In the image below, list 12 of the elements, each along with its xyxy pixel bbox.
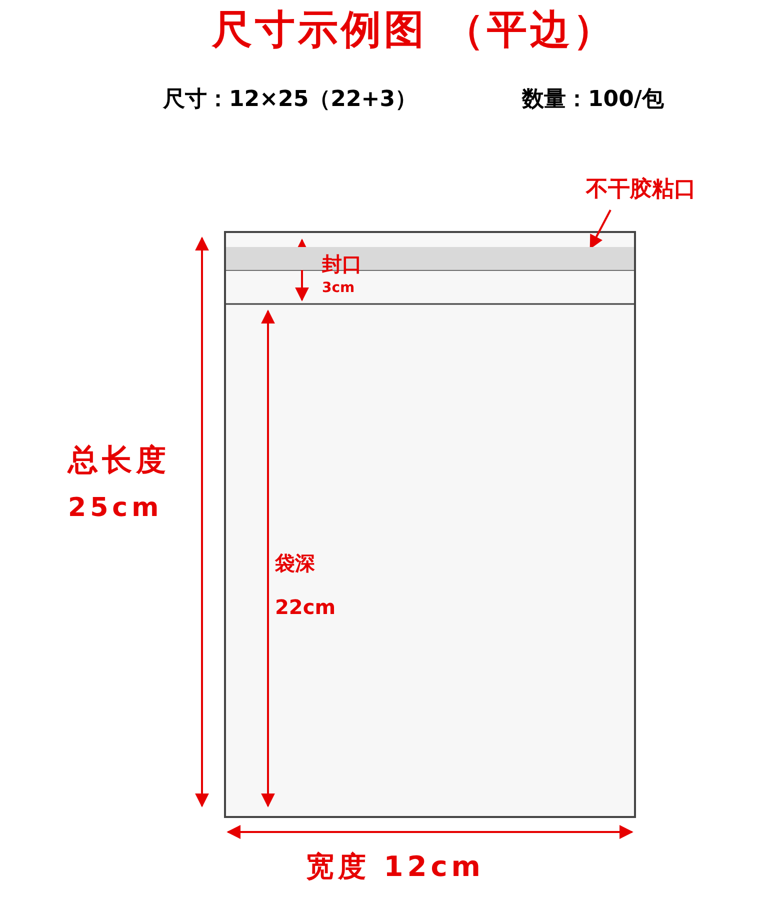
dimension-label: 封口 bbox=[322, 253, 362, 275]
leader-line bbox=[590, 210, 612, 250]
title: 尺寸示例图 （平边） bbox=[212, 8, 616, 52]
dimension-value: 3cm bbox=[322, 281, 355, 296]
callout-label: 不干胶粘口 bbox=[586, 178, 722, 208]
quantity-text: 数量：100/包 bbox=[522, 88, 664, 112]
dimension-label: 宽度 12cm bbox=[306, 852, 484, 883]
size-text: 尺寸：12×25（22+3） bbox=[163, 88, 418, 112]
dimension-value: 25cm bbox=[68, 494, 163, 523]
dimension-value: 22cm bbox=[275, 596, 336, 618]
dimension-label: 袋深 bbox=[275, 552, 315, 574]
dimension-label: 总长度 bbox=[68, 444, 170, 477]
